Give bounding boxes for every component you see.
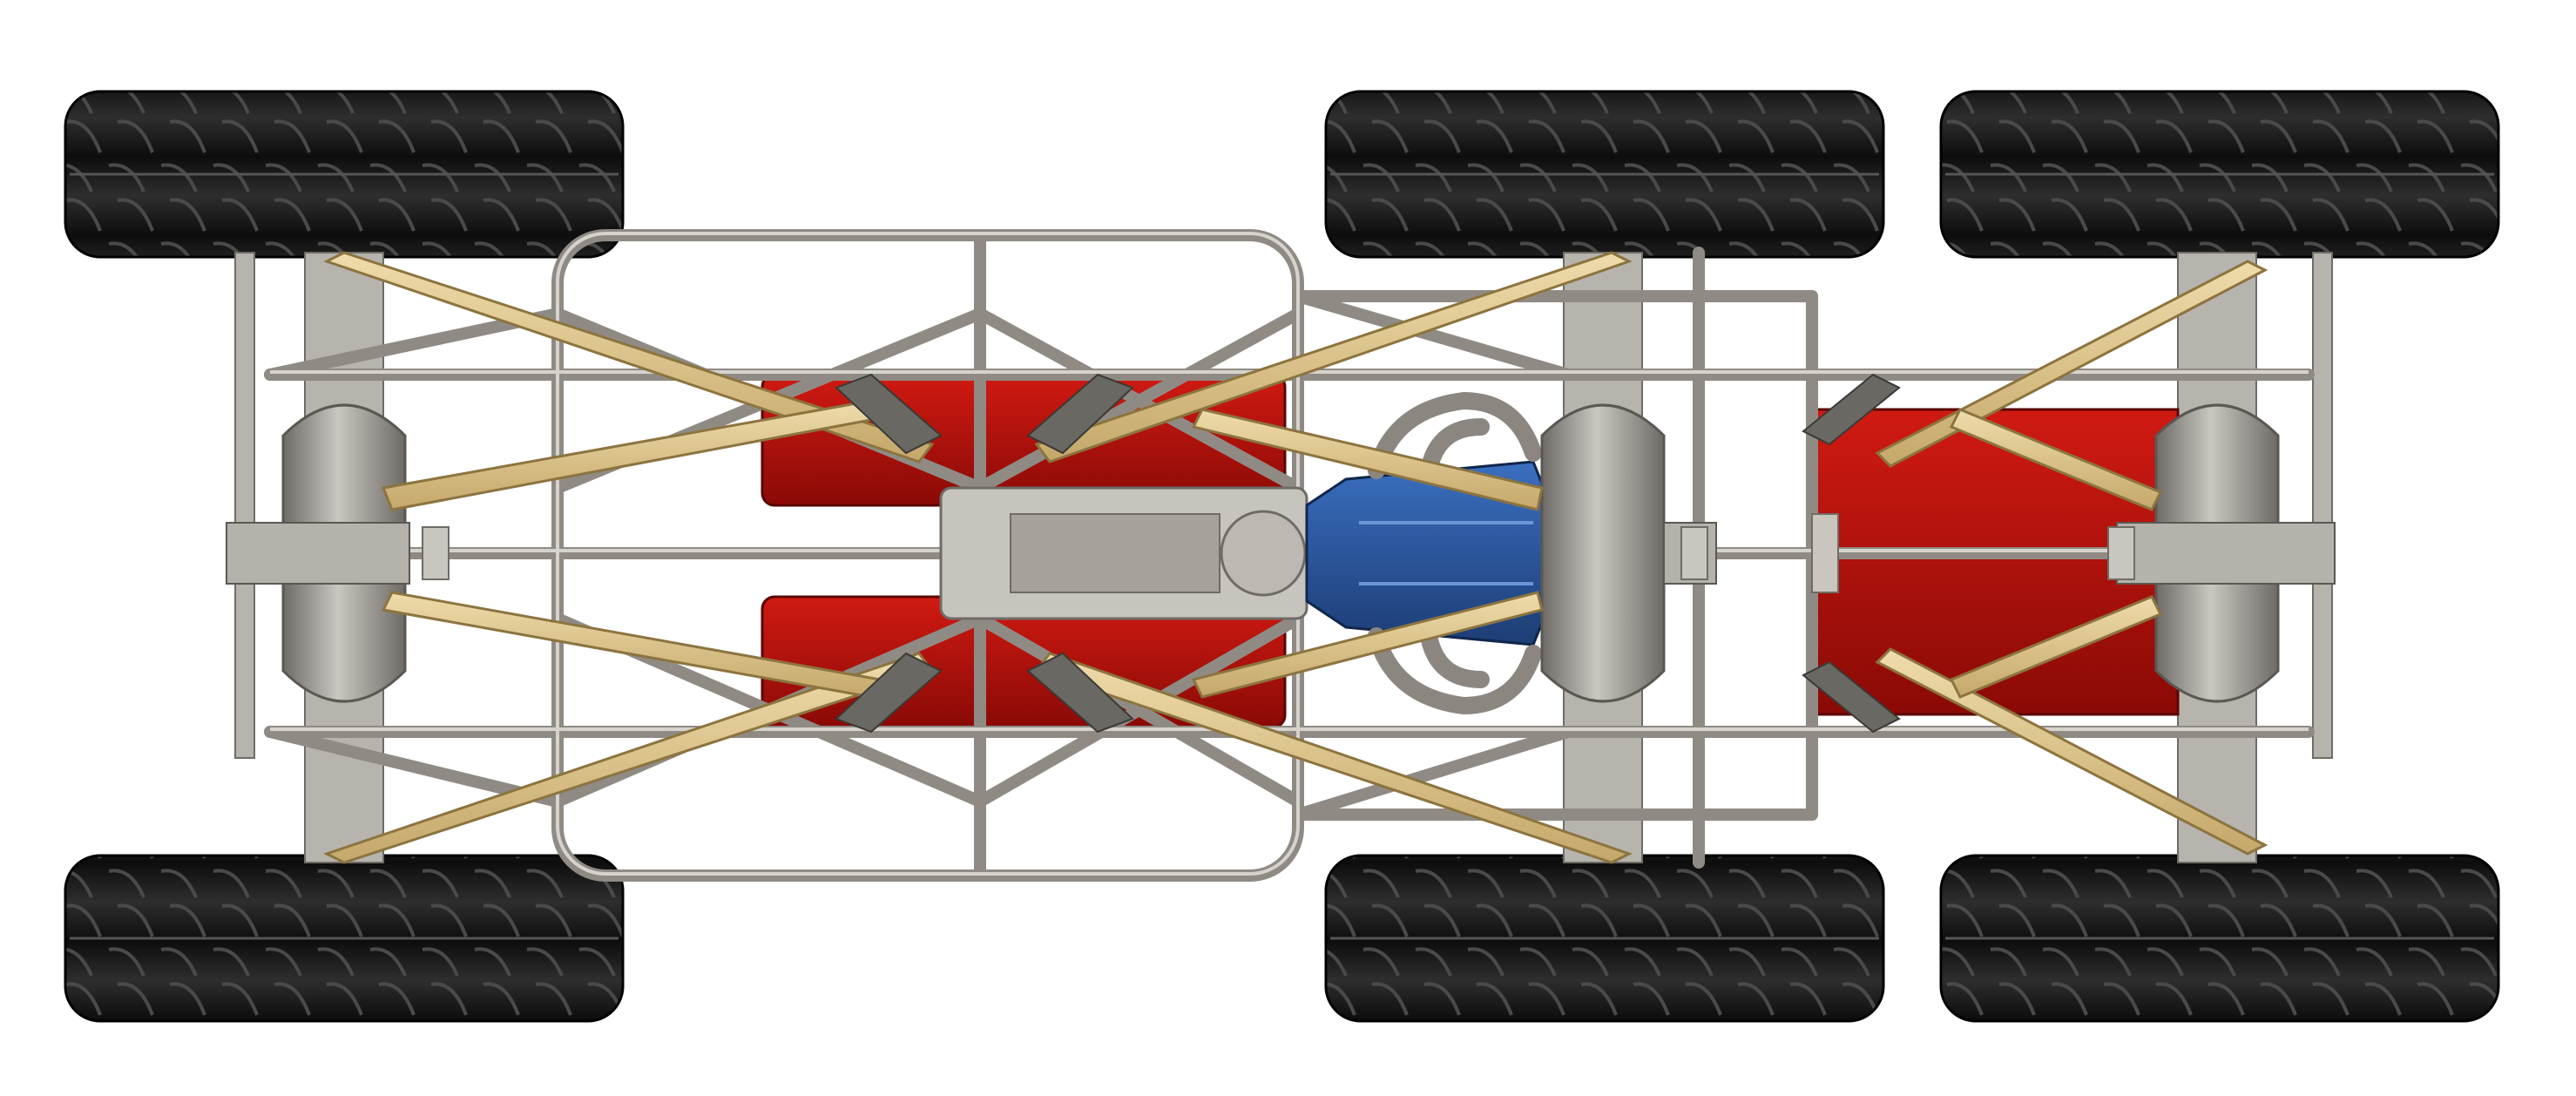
tire-front-left — [64, 90, 625, 259]
wheel-hubs — [422, 513, 2135, 593]
differential-front — [226, 403, 410, 703]
tire-middle-left — [1324, 90, 1885, 259]
mount-brackets — [835, 373, 1901, 734]
tire-middle-right — [1324, 854, 1885, 1023]
engine — [1305, 460, 1552, 646]
tire-front-right — [64, 854, 625, 1023]
tire-rear-right — [1939, 854, 2500, 1023]
transmission — [939, 486, 1308, 620]
differential-rear — [2116, 403, 2336, 703]
exhaust-headers — [1368, 391, 1542, 715]
tire-rear-left — [1939, 90, 2500, 259]
